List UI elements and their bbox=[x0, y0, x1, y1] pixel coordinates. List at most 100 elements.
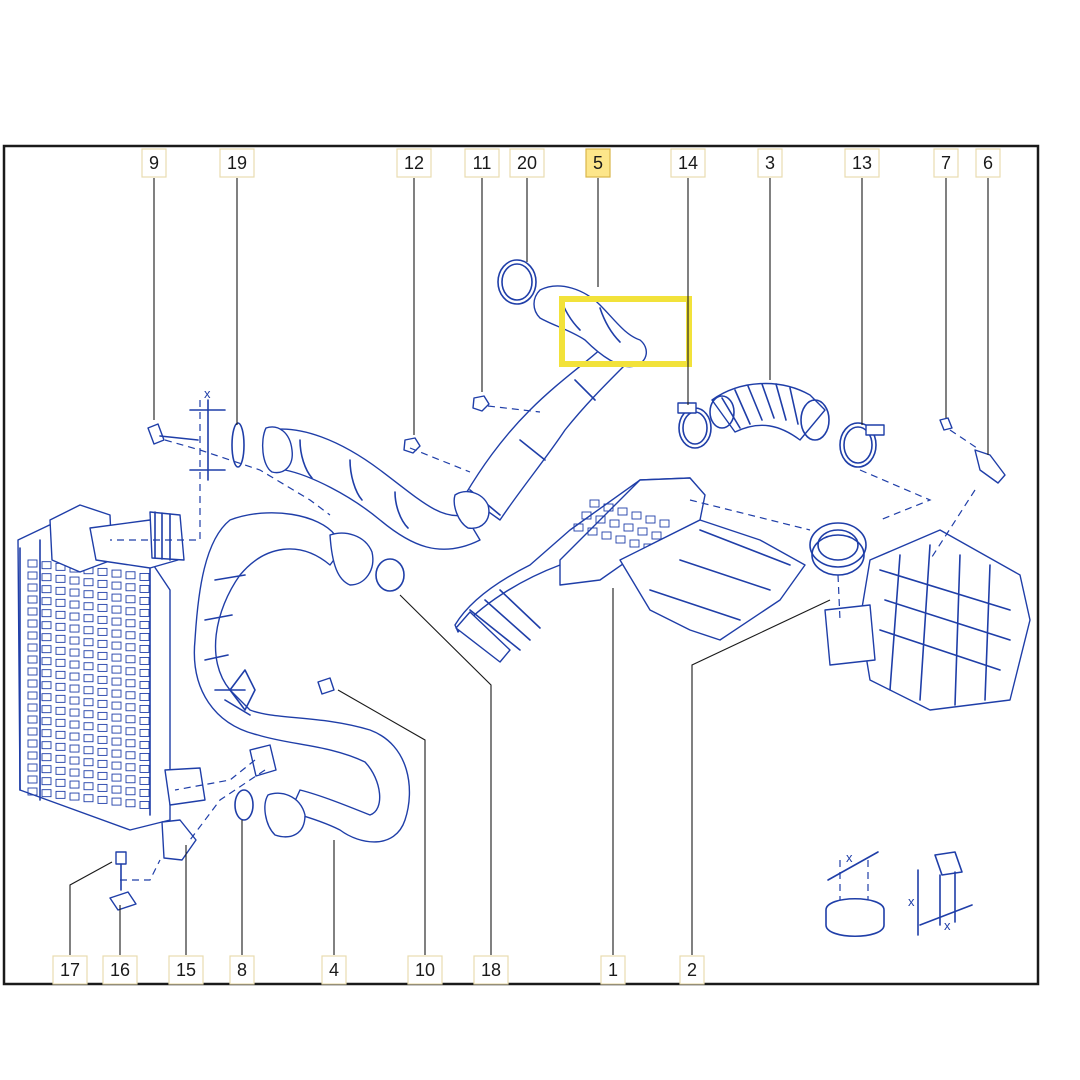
radiator-fin bbox=[41, 681, 52, 690]
radiator-fin bbox=[139, 764, 150, 773]
radiator-fin bbox=[125, 607, 136, 616]
radiator-fin bbox=[111, 701, 122, 710]
radiator-fin bbox=[55, 586, 66, 595]
radiator-fin bbox=[111, 689, 122, 698]
radiator-fin bbox=[69, 600, 80, 609]
callout-number: 13 bbox=[852, 153, 872, 173]
radiator-fin bbox=[139, 596, 150, 605]
callout-box bbox=[219, 148, 255, 178]
callout-box bbox=[52, 955, 88, 985]
callout-box bbox=[464, 148, 500, 178]
dimension-x-label-vertical: x bbox=[908, 894, 915, 909]
radiator-fin bbox=[97, 603, 108, 612]
radiator-fin bbox=[27, 679, 38, 688]
callout-number: 8 bbox=[237, 960, 247, 980]
radiator-fin bbox=[111, 605, 122, 614]
highlight-selection-box bbox=[559, 296, 692, 367]
radiator-fin bbox=[55, 574, 66, 583]
radiator-fin bbox=[55, 634, 66, 643]
radiator-fin bbox=[83, 770, 94, 779]
radiator-fin bbox=[69, 588, 80, 597]
callout-number: 10 bbox=[415, 960, 435, 980]
radiator-fin bbox=[27, 715, 38, 724]
radiator-fin bbox=[41, 765, 52, 774]
duct-vent-hole bbox=[581, 511, 592, 520]
callout-number: 9 bbox=[149, 153, 159, 173]
callout-number: 17 bbox=[60, 960, 80, 980]
radiator-fin bbox=[27, 691, 38, 700]
radiator-fin bbox=[55, 646, 66, 655]
radiator-fin bbox=[139, 716, 150, 725]
radiator-fin bbox=[55, 598, 66, 607]
callout-box bbox=[102, 955, 138, 985]
radiator-fin bbox=[97, 627, 108, 636]
callout-box bbox=[975, 148, 1001, 178]
bracket-15 bbox=[161, 819, 197, 861]
callout-number: 6 bbox=[983, 153, 993, 173]
radiator-fin bbox=[55, 670, 66, 679]
callout-1: 1 bbox=[600, 955, 626, 985]
radiator-fin bbox=[139, 644, 150, 653]
radiator-fin bbox=[83, 746, 94, 755]
radiator-fin bbox=[139, 632, 150, 641]
radiator-fin bbox=[41, 753, 52, 762]
callout-10: 10 bbox=[407, 955, 443, 985]
radiator-fin bbox=[55, 790, 66, 799]
radiator-fin bbox=[97, 663, 108, 672]
radiator-fin bbox=[97, 699, 108, 708]
radiator-fin bbox=[83, 794, 94, 803]
radiator-fin bbox=[139, 668, 150, 677]
leader-line-2 bbox=[691, 599, 831, 955]
dimension-mini-symbol: x bbox=[189, 386, 226, 481]
radiator-fin bbox=[97, 771, 108, 780]
leader-line-17 bbox=[69, 861, 113, 955]
radiator-fin bbox=[27, 643, 38, 652]
radiator-fin bbox=[97, 675, 108, 684]
radiator-fin bbox=[69, 792, 80, 801]
radiator-fin bbox=[139, 776, 150, 785]
radiator-fin bbox=[125, 691, 136, 700]
radiator-fin bbox=[69, 696, 80, 705]
radiator-fin bbox=[55, 718, 66, 727]
callout-6: 6 bbox=[975, 148, 1001, 178]
radiator-fin bbox=[69, 732, 80, 741]
radiator-fin bbox=[125, 727, 136, 736]
callout-number: 18 bbox=[481, 960, 501, 980]
callout-number: 4 bbox=[329, 960, 339, 980]
radiator-fin bbox=[83, 758, 94, 767]
radiator-fin bbox=[41, 693, 52, 702]
radiator-fin bbox=[55, 706, 66, 715]
callout-17: 17 bbox=[52, 955, 88, 985]
radiator-fin bbox=[83, 782, 94, 791]
bolt-10 bbox=[317, 677, 335, 695]
radiator-fin bbox=[111, 713, 122, 722]
radiator-fin bbox=[139, 680, 150, 689]
duct-vent-hole bbox=[589, 499, 600, 508]
radiator-fin bbox=[111, 677, 122, 686]
duct-vent-hole bbox=[637, 527, 648, 536]
bracket-mid bbox=[249, 744, 277, 777]
callout-15: 15 bbox=[168, 955, 204, 985]
radiator-fin bbox=[83, 710, 94, 719]
radiator-fin bbox=[27, 763, 38, 772]
radiator-fin bbox=[139, 740, 150, 749]
nut-16 bbox=[109, 891, 137, 911]
radiator-fin bbox=[125, 667, 136, 676]
radiator-fin bbox=[111, 725, 122, 734]
radiator-fin bbox=[55, 778, 66, 787]
radiator-fin bbox=[97, 759, 108, 768]
radiator-fin bbox=[125, 787, 136, 796]
callout-16: 16 bbox=[102, 955, 138, 985]
intercooler-radiator bbox=[17, 504, 206, 831]
radiator-fin bbox=[111, 653, 122, 662]
radiator-fin bbox=[83, 734, 94, 743]
radiator-fin bbox=[139, 656, 150, 665]
radiator-fin bbox=[83, 578, 94, 587]
radiator-fin bbox=[111, 629, 122, 638]
radiator-fin bbox=[97, 711, 108, 720]
radiator-fin bbox=[69, 756, 80, 765]
callout-box bbox=[844, 148, 880, 178]
callout-box bbox=[509, 148, 545, 178]
